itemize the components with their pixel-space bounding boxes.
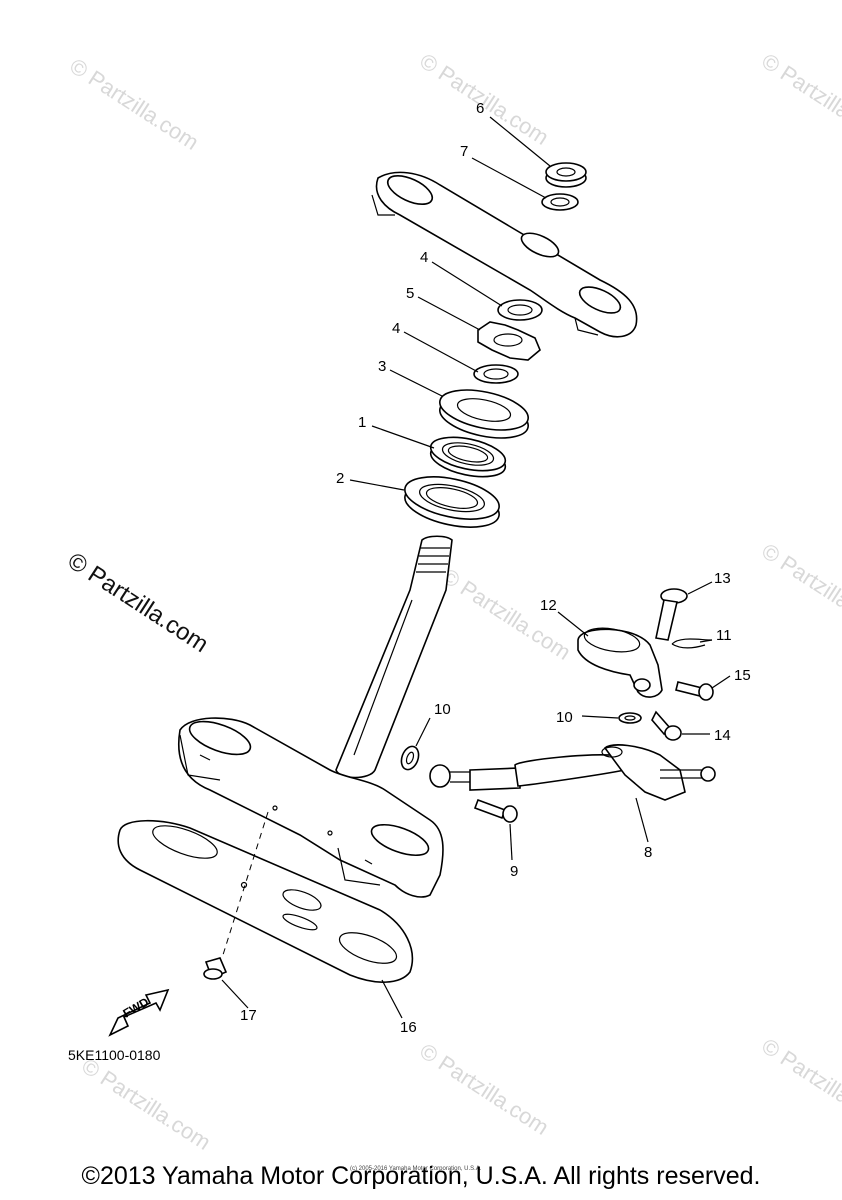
damper-bracket-12[interactable] xyxy=(577,624,663,698)
callout-10: 10 xyxy=(434,701,451,718)
watermark: © Partzilla.com xyxy=(65,53,203,155)
watermark: © Partzilla.com xyxy=(757,538,842,640)
callout-2: 2 xyxy=(336,470,344,487)
watermark: © Partzilla.com xyxy=(757,1033,842,1135)
callout-7: 7 xyxy=(460,143,468,160)
callout-3: 3 xyxy=(378,358,386,375)
callout-13: 13 xyxy=(714,570,731,587)
watermark: © Partzilla.com xyxy=(415,1038,553,1140)
washer-4-upper[interactable] xyxy=(497,299,543,321)
callout-9: 9 xyxy=(510,863,518,880)
bolt-15[interactable] xyxy=(675,681,714,701)
bolt-17[interactable] xyxy=(203,957,228,980)
washer-10-right[interactable] xyxy=(618,712,642,724)
nut-6[interactable] xyxy=(545,162,587,188)
bolt-9[interactable] xyxy=(473,798,518,823)
callout-10: 10 xyxy=(556,709,573,726)
callout-15: 15 xyxy=(734,667,751,684)
pin-13[interactable] xyxy=(655,588,688,641)
guard-plate-16[interactable] xyxy=(117,819,414,983)
partzilla-watermark-main: © Partzilla.com xyxy=(63,547,213,658)
upper-bracket[interactable] xyxy=(371,170,638,338)
callout-5: 5 xyxy=(406,285,414,302)
bearing-2[interactable] xyxy=(401,469,503,534)
callout-4: 4 xyxy=(420,249,428,266)
washer-10-left[interactable] xyxy=(398,744,421,772)
footer-copyright: ©2013 Yamaha Motor Corporation, U.S.A. A… xyxy=(81,1162,761,1190)
collar-14[interactable] xyxy=(651,710,682,741)
watermark: © Partzilla.com xyxy=(437,563,575,665)
washer-7[interactable] xyxy=(541,193,579,211)
callouts: 6 7 4 5 4 3 1 2 12 13 11 15 10 14 10 9 8… xyxy=(240,100,751,1036)
diagram-code: 5KE1100-0180 xyxy=(68,1047,161,1063)
callout-16: 16 xyxy=(400,1019,417,1036)
callout-14: 14 xyxy=(714,727,731,744)
small-copyright: (c) 2005-2016 Yamaha Motor Corporation, … xyxy=(350,1166,482,1172)
dust-seal-3[interactable] xyxy=(436,383,532,445)
watermark: © Partzilla.com xyxy=(77,1053,215,1155)
callout-1: 1 xyxy=(358,414,366,431)
washer-4-lower[interactable] xyxy=(473,364,519,384)
callout-8: 8 xyxy=(644,844,652,861)
fwd-label: FWD xyxy=(121,995,152,1021)
bearing-1[interactable] xyxy=(428,431,509,482)
leader-lines xyxy=(221,116,731,1019)
lower-bracket[interactable] xyxy=(178,715,444,898)
callout-17: 17 xyxy=(240,1007,257,1024)
callout-4: 4 xyxy=(392,320,400,337)
steering-damper-8[interactable] xyxy=(429,744,716,801)
watermark: © Partzilla.com xyxy=(757,48,842,150)
callout-12: 12 xyxy=(540,597,557,614)
steering-stem[interactable] xyxy=(335,535,453,779)
callout-6: 6 xyxy=(476,100,484,117)
clip-11[interactable] xyxy=(671,638,713,649)
callout-11: 11 xyxy=(716,627,732,644)
bolt-alignment-line xyxy=(221,811,269,959)
ring-nut-5[interactable] xyxy=(477,321,541,361)
fwd-arrow-icon: FWD xyxy=(108,988,170,1037)
